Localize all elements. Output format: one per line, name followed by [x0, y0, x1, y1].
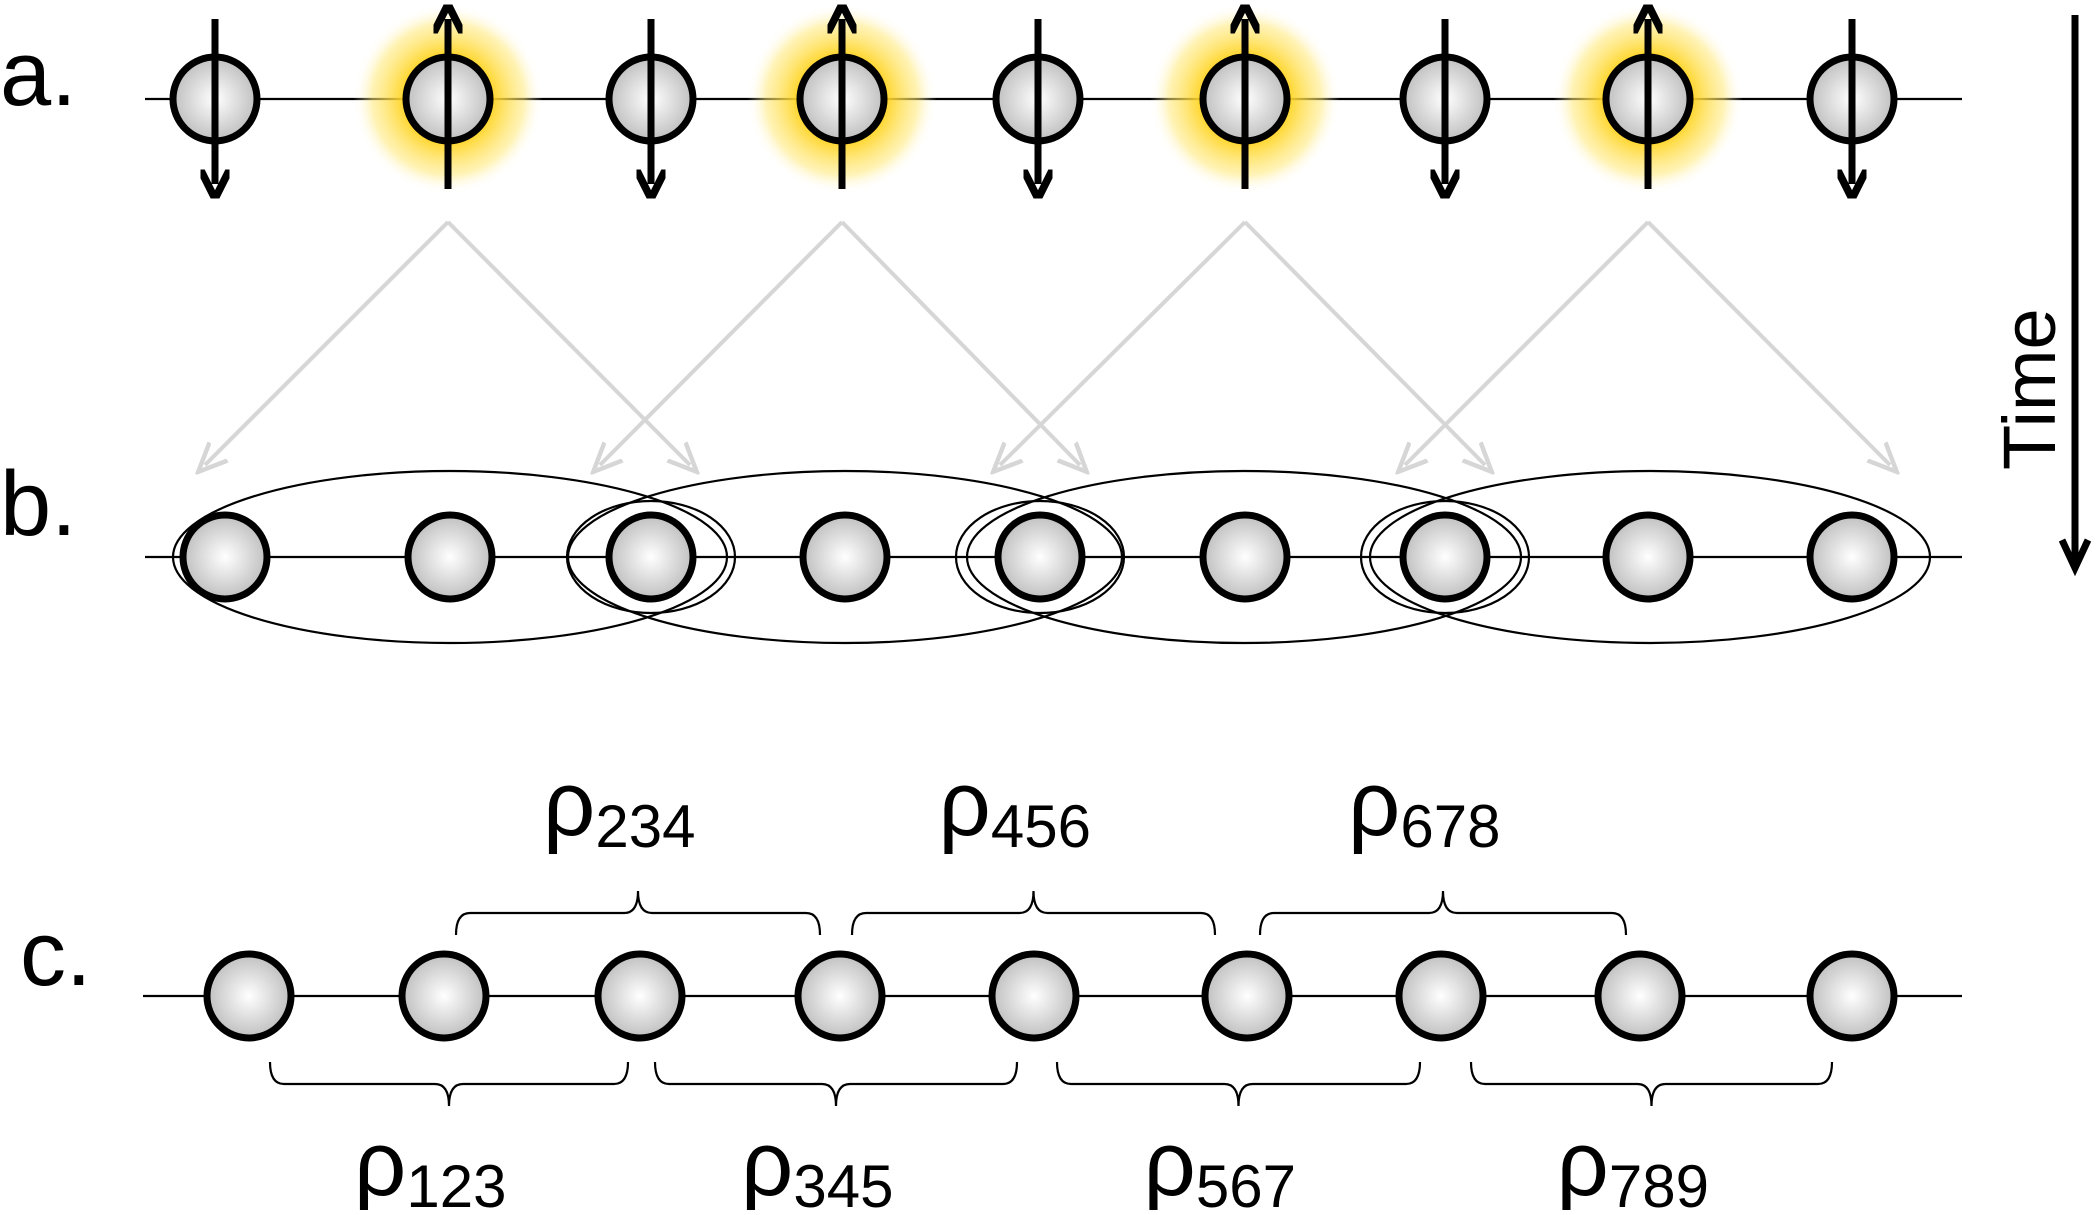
chain-site	[988, 950, 1080, 1042]
overlap-ellipse	[565, 499, 737, 615]
faded-arrow	[1243, 220, 1485, 465]
chain-site	[1399, 511, 1491, 603]
density-matrix-label: ρ567	[1144, 1113, 1296, 1210]
chain-site	[1201, 950, 1293, 1042]
density-matrix-label: ρ456	[939, 753, 1091, 860]
chain-site	[594, 950, 686, 1042]
faded-arrow	[446, 220, 690, 465]
group-brace	[1258, 890, 1628, 936]
chain-site	[994, 511, 1086, 603]
group-brace	[1055, 1061, 1422, 1107]
faded-arrow	[1000, 220, 1247, 465]
chain-site	[404, 511, 496, 603]
faded-arrow	[1646, 220, 1890, 465]
density-matrix-label: ρ234	[543, 753, 695, 860]
group-brace	[454, 890, 822, 936]
row-b-label: b.	[0, 453, 77, 555]
faded-arrow	[600, 220, 844, 465]
chain-site	[1395, 950, 1487, 1042]
faded-arrow	[1405, 220, 1650, 465]
block-ellipse	[171, 469, 729, 645]
chain-site	[1602, 511, 1694, 603]
chain-site	[605, 511, 697, 603]
density-matrix-label: ρ789	[1557, 1113, 1709, 1210]
chain-site	[179, 511, 271, 603]
chain-site	[1594, 950, 1686, 1042]
chain-site	[1199, 511, 1291, 603]
time-arrow-head	[2058, 538, 2092, 577]
evolution-arrows	[205, 220, 1890, 465]
row-a-spins	[169, 4, 1898, 194]
faded-arrow	[205, 220, 450, 465]
overlap-ellipse	[954, 499, 1126, 615]
chain-site	[799, 511, 891, 603]
row-c-sites: ρ123 ρ234 ρ345 ρ456 ρ567 ρ678 ρ789	[203, 753, 1898, 1215]
row-a-label: a.	[0, 23, 77, 125]
group-brace	[653, 1061, 1019, 1107]
chain-site	[203, 950, 295, 1042]
time-label: Time	[1988, 308, 2071, 470]
chain-site	[794, 950, 886, 1042]
block-ellipse	[1368, 469, 1932, 645]
faded-arrow	[840, 220, 1080, 465]
chain-site	[1806, 950, 1898, 1042]
group-brace	[268, 1061, 630, 1107]
block-ellipse	[965, 469, 1523, 645]
density-matrix-label: ρ678	[1348, 753, 1500, 860]
row-c-label: c.	[20, 903, 92, 1005]
chain-site	[1806, 511, 1898, 603]
row-b-sites	[171, 469, 1932, 645]
overlap-ellipse	[1359, 499, 1531, 615]
density-matrix-label: ρ345	[741, 1113, 893, 1210]
density-matrix-label: ρ123	[354, 1113, 506, 1210]
group-brace	[1469, 1061, 1834, 1107]
group-brace	[850, 890, 1217, 936]
chain-site	[398, 950, 490, 1042]
